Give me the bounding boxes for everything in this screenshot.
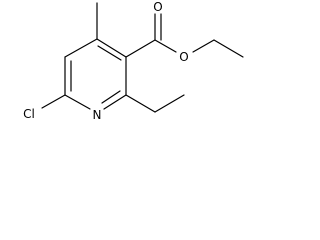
atom-ring-nitrogen: N bbox=[93, 108, 102, 122]
bond-ester-ch2-to-ch3 bbox=[213, 39, 244, 58]
bond-carbonyl-to-ester-o bbox=[154, 39, 177, 53]
atom-carbonyl-oxygen: O bbox=[153, 0, 162, 14]
bond-ester-o-to-ch2 bbox=[192, 39, 215, 53]
bond-ring-top-right-outer bbox=[96, 38, 127, 58]
molecule-canvas: O O N Cl bbox=[0, 0, 260, 138]
structure-diagram: O O N Cl bbox=[23, 0, 244, 122]
atom-ester-oxygen: O bbox=[179, 50, 188, 64]
bond-ethyl-ch2-to-ch3 bbox=[154, 94, 185, 113]
bond-ring-top-left bbox=[64, 38, 98, 58]
atom-chlorine: Cl bbox=[23, 107, 35, 121]
bond-ring-to-ethyl-ch2 bbox=[125, 94, 156, 113]
bond-ring-bottom-right-outer bbox=[103, 94, 127, 110]
bond-ring-to-carbonyl bbox=[125, 39, 156, 58]
bond-ring-bottom-right-inner bbox=[101, 90, 121, 104]
bond-ring-to-cl bbox=[41, 94, 66, 109]
bond-ring-top-right-inner bbox=[97, 45, 122, 61]
bond-ring-bottom-left bbox=[64, 94, 91, 110]
